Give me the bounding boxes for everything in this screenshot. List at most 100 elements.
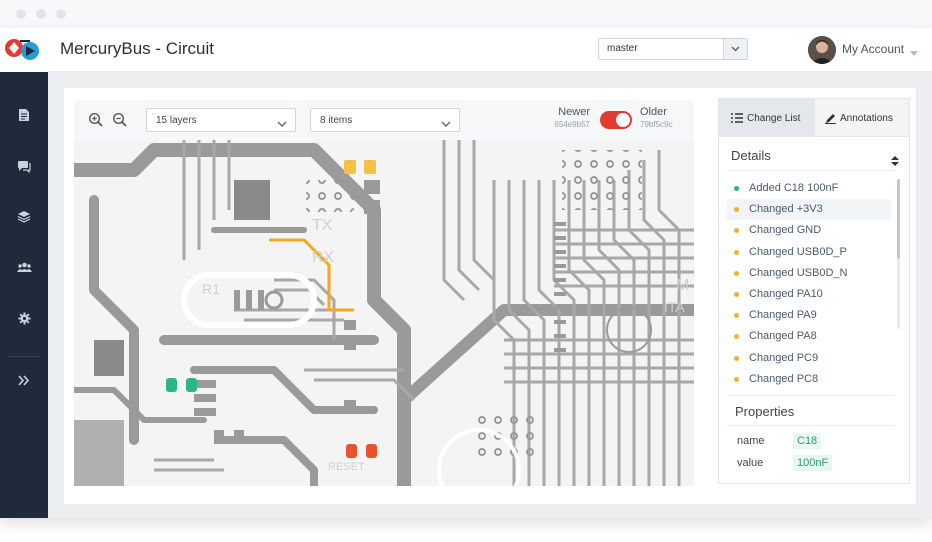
changed-component	[364, 160, 376, 174]
app-logo[interactable]	[0, 28, 48, 72]
change-list-item[interactable]: Changed PA10	[727, 284, 891, 305]
newer-label: Newer	[558, 106, 590, 118]
older-revision: Older 79bf5c9c	[640, 106, 686, 129]
status-dot-icon	[734, 186, 739, 191]
change-list-item[interactable]: Changed GND	[727, 220, 891, 241]
change-list-item-label: Changed USB0D_N	[749, 266, 848, 279]
change-list-item-label: Changed PA10	[749, 287, 823, 300]
status-dot-icon	[734, 355, 739, 361]
sort-icon[interactable]	[891, 154, 899, 172]
change-list-item[interactable]: Changed PC8	[727, 369, 891, 390]
silk-tx: TX	[312, 217, 333, 234]
status-dot-icon	[734, 207, 739, 213]
layers-select[interactable]: 15 layers	[146, 108, 296, 132]
items-select-value: 8 items	[320, 115, 353, 126]
window-dot	[16, 9, 26, 19]
via-grid	[562, 150, 642, 210]
pcb-canvas[interactable]: TX RX R1 M ITA RESET	[74, 140, 694, 486]
comments-icon[interactable]	[14, 156, 34, 176]
workspace: 15 layers 8 items Newer 654e9b57	[48, 72, 932, 518]
diff-viewer: 15 layers 8 items Newer 654e9b57	[64, 88, 916, 504]
change-list-item-label: Changed PC8	[749, 372, 819, 385]
added-component-c18	[166, 378, 177, 392]
change-list-item-label: Changed PA9	[749, 309, 817, 322]
status-dot-icon	[734, 313, 739, 319]
change-list-item-label: Changed +3V3	[749, 203, 823, 216]
toggle-knob	[616, 113, 630, 127]
status-dot-icon	[734, 291, 739, 297]
list-icon	[731, 113, 743, 123]
avatar[interactable]	[808, 36, 836, 64]
older-label: Older	[640, 106, 667, 118]
sidebar-divider	[8, 356, 40, 357]
pencil-icon	[825, 113, 836, 124]
window-chrome	[0, 0, 932, 28]
window-dot	[56, 9, 66, 19]
newer-hash: 654e9b57	[554, 120, 590, 129]
change-list-item[interactable]: Changed USB0D_N	[727, 263, 891, 284]
pcb-drawing: TX RX R1 M ITA RESET	[74, 140, 694, 486]
status-dot-icon	[734, 270, 739, 276]
details-title: Details	[731, 148, 771, 163]
property-key: name	[737, 435, 765, 447]
items-select[interactable]: 8 items	[310, 108, 460, 132]
property-value: 100nF	[793, 455, 833, 471]
panel-tabs: Change List Annotations	[719, 99, 909, 137]
silk-ita: ITA	[664, 299, 685, 315]
tab-annotations[interactable]: Annotations	[815, 99, 909, 137]
change-list-item[interactable]: Changed +3V3	[727, 199, 891, 221]
double-chevron-right-icon[interactable]	[14, 370, 34, 390]
zoom-out-icon[interactable]	[112, 112, 128, 128]
change-list-item-label: Changed GND	[749, 224, 822, 237]
property-key: value	[737, 457, 764, 469]
gear-icon[interactable]	[14, 308, 34, 328]
change-list-item[interactable]: Changed PC9	[727, 348, 891, 369]
app-header: MercuryBus - Circuit master My Account	[48, 28, 932, 72]
change-list-item[interactable]: Added C18 100nF	[727, 178, 891, 199]
change-list-item[interactable]: Changed USB0D_P	[727, 242, 891, 263]
tab-change-list-label: Change List	[747, 112, 801, 124]
divider	[727, 395, 895, 396]
change-list-scrollbar[interactable]	[897, 179, 900, 329]
app-title: MercuryBus - Circuit	[60, 39, 214, 58]
pcb-signal-traces	[154, 140, 694, 486]
divider	[727, 425, 895, 426]
scrollbar-thumb[interactable]	[897, 179, 900, 259]
zoom-in-icon[interactable]	[88, 112, 104, 128]
change-list-item-label: Changed USB0D_P	[749, 245, 847, 258]
changed-component	[346, 444, 357, 458]
status-dot-icon	[734, 228, 739, 234]
revision-toggle[interactable]	[600, 111, 632, 129]
viewer-toolbar: 15 layers 8 items Newer 654e9b57	[74, 100, 694, 140]
document-icon[interactable]	[14, 105, 34, 125]
chevron-down-icon	[441, 115, 451, 133]
layers-select-value: 15 layers	[156, 115, 197, 126]
newer-revision: Newer 654e9b57	[544, 106, 590, 129]
tab-annotations-label: Annotations	[840, 112, 893, 124]
caret-down-icon[interactable]	[910, 43, 918, 61]
chevron-down-icon[interactable]	[723, 39, 747, 59]
crystal-outline	[181, 272, 317, 328]
logo-icon	[5, 39, 39, 60]
branch-select-value: master	[607, 43, 638, 54]
status-dot-icon	[734, 376, 739, 382]
changed-component	[366, 444, 377, 458]
tab-change-list[interactable]: Change List	[719, 99, 815, 137]
sidebar	[0, 28, 48, 518]
silk-rx: RX	[312, 249, 335, 266]
users-icon[interactable]	[14, 257, 34, 277]
changed-component	[344, 160, 356, 174]
change-list-item[interactable]: Changed PA8	[727, 326, 891, 347]
layers-icon[interactable]	[14, 206, 34, 226]
changes-panel: Change List Annotations Details Added C1…	[718, 98, 910, 484]
property-row-value: value 100nF	[737, 455, 833, 471]
silk-reset: RESET	[328, 461, 365, 473]
branch-select[interactable]: master	[598, 38, 748, 60]
change-list-item[interactable]: Changed PA9	[727, 305, 891, 326]
change-list-item-label: Added C18 100nF	[749, 182, 839, 194]
account-menu-label[interactable]: My Account	[842, 42, 905, 56]
ic-pads	[74, 180, 566, 486]
divider	[727, 170, 895, 171]
added-component-c18	[186, 378, 197, 392]
